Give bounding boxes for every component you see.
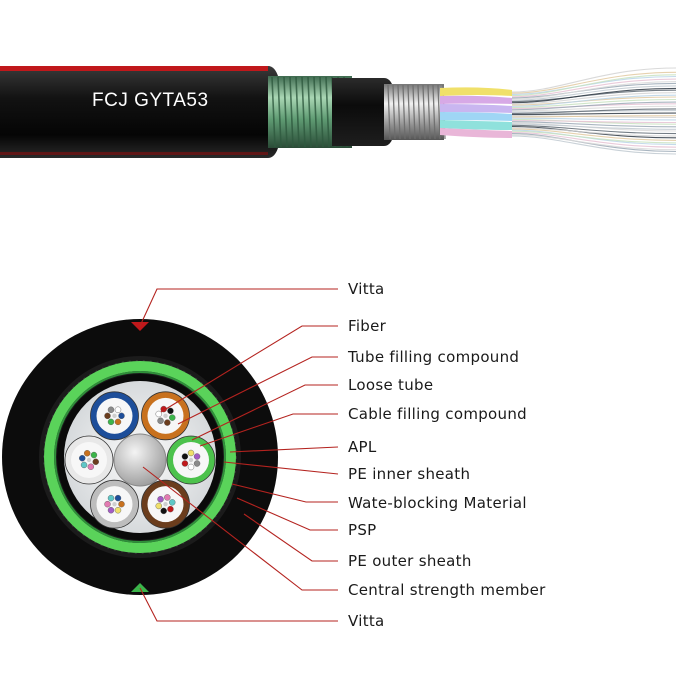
cable-side-view: FCJ GYTA53 xyxy=(0,66,676,158)
loose-tubes-bundle xyxy=(440,87,512,138)
leader-pe-inner xyxy=(223,461,339,475)
leader-water-blocking xyxy=(231,483,338,503)
callout-pe-outer-sheath: PE outer sheath xyxy=(348,552,472,570)
callout-cable-filling-compound: Cable filling compound xyxy=(348,405,527,423)
apl-ring xyxy=(44,361,236,553)
leader-cable-filling xyxy=(199,413,338,447)
callout-apl: APL xyxy=(348,438,377,456)
callout-loose-tube: Loose tube xyxy=(348,376,434,394)
loose-tube-blue xyxy=(90,391,139,441)
red-vitta-stripe xyxy=(0,66,268,71)
leader-pe-outer xyxy=(243,513,338,562)
apl-ring-inner xyxy=(54,371,226,543)
red-vitta-stripe-bottom xyxy=(0,152,268,155)
callout-vitta-top: Vitta xyxy=(348,280,385,298)
vitta-top-marker xyxy=(131,322,149,331)
leader-lines xyxy=(139,288,339,622)
steel-strength-wires xyxy=(384,84,446,140)
loose-tube-white xyxy=(64,435,114,485)
leader-vitta-top xyxy=(139,288,338,327)
vitta-bottom-marker xyxy=(131,583,149,592)
callout-tube-filling-compound: Tube filling compound xyxy=(348,348,520,366)
fiber-fan-out xyxy=(511,67,676,155)
callout-pe-inner-sheath: PE inner sheath xyxy=(348,465,471,483)
leader-tube-filling xyxy=(177,356,338,425)
loose-tube-green xyxy=(166,435,216,485)
leader-loose-tube xyxy=(191,384,338,441)
pe-inner-sheath-section xyxy=(332,78,396,146)
outer-sheath-section xyxy=(0,66,282,158)
callout-vitta-bottom: Vitta xyxy=(348,612,385,630)
loose-tube-orange xyxy=(141,391,190,441)
leader-central-member xyxy=(142,466,338,591)
cable-cross-section xyxy=(2,319,278,595)
loose-tube-brown xyxy=(141,479,190,529)
callout-water-blocking-material: Wate-blocking Material xyxy=(348,494,527,512)
callout-central-strength-member: Central strength member xyxy=(348,581,546,599)
leader-vitta-bottom xyxy=(139,587,338,622)
callout-psp: PSP xyxy=(348,521,377,539)
cable-model-label: FCJ GYTA53 xyxy=(92,90,209,111)
central-strength-member xyxy=(113,433,167,487)
callout-fiber: Fiber xyxy=(348,317,387,335)
leader-fiber xyxy=(160,325,338,413)
leader-apl xyxy=(229,446,339,453)
loose-tube-gray xyxy=(90,479,139,529)
leader-psp xyxy=(236,497,338,531)
